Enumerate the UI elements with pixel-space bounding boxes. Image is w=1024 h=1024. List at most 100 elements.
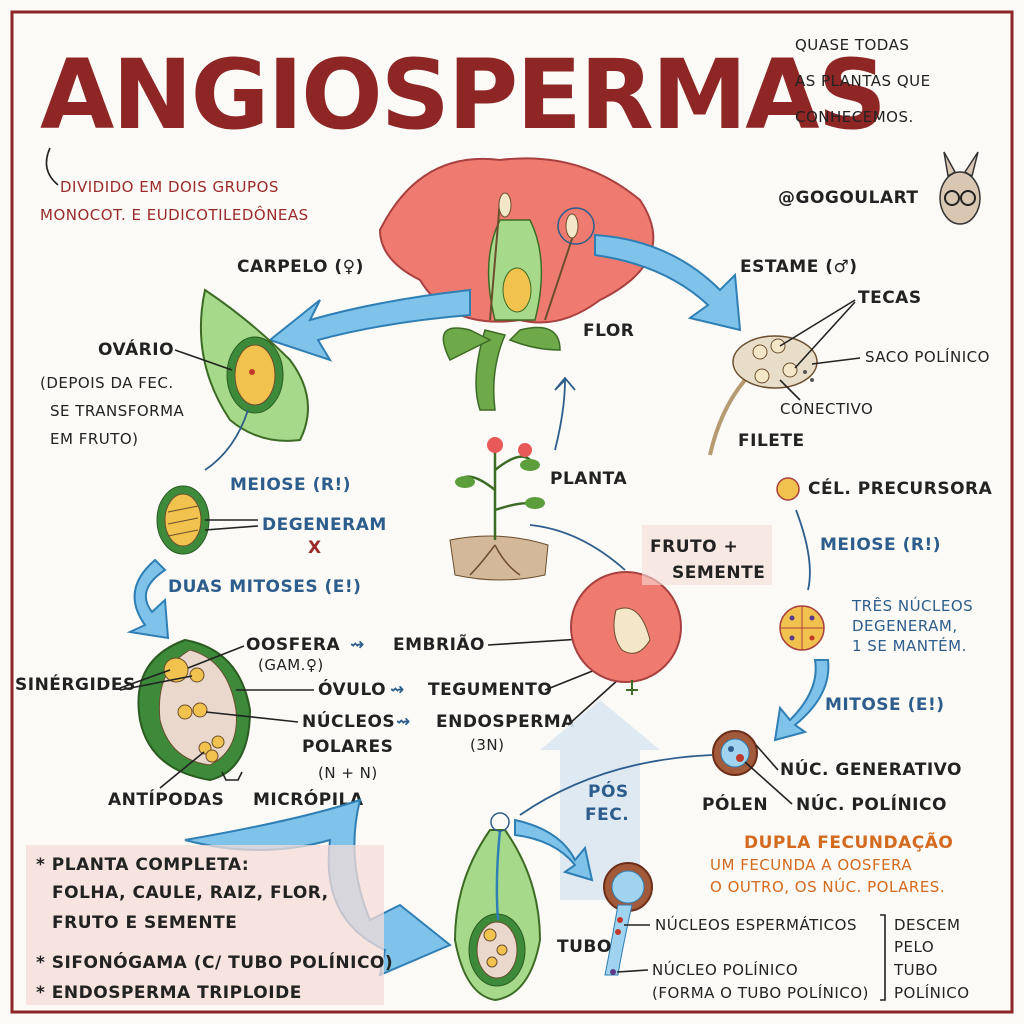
micropila-bracket	[221, 771, 243, 781]
intro-note-right-2: AS PLANTAS QUE	[795, 72, 931, 90]
label-tres-nucleos-2: DEGENERAM,	[852, 617, 958, 635]
label-ovulo: ÓVULO	[318, 678, 386, 700]
note-endosperma: * ENDOSPERMA TRIPLOIDE	[36, 983, 302, 1003]
nucleos-pointer	[205, 711, 299, 723]
label-flor: FLOR	[583, 321, 634, 341]
label-oosfera: OOSFERA	[246, 635, 340, 655]
pollen-illustration	[712, 730, 758, 776]
label-descem-1: DESCEM	[894, 916, 960, 934]
arrow-nucleos-endosperma: ⇝	[396, 712, 411, 732]
label-cel-precursora: CÉL. PRECURSORA	[808, 477, 993, 499]
label-pos: PÓS	[588, 780, 629, 802]
arrow-duas-mitoses	[126, 558, 170, 640]
label-saco-polinico: SACO POLÍNICO	[865, 347, 990, 366]
label-mitose: MITOSE (E!)	[825, 695, 944, 715]
ovario-note-1: (DEPOIS DA FEC.	[40, 374, 174, 392]
label-tubo: TUBO	[557, 937, 612, 957]
label-oosfera-sub: (GAM.♀)	[258, 656, 324, 674]
arrow-polen-to-stigma	[519, 754, 713, 816]
label-ovario: OVÁRIO	[98, 338, 174, 360]
note-planta-completa: * PLANTA COMPLETA:	[36, 855, 249, 875]
label-degeneram: DEGENERAM	[262, 515, 387, 535]
intro-left-arrow	[45, 147, 59, 186]
label-descem-2: PELO	[894, 938, 934, 956]
ovario-note-2: SE TRANSFORMA	[50, 402, 185, 420]
label-nuc-generativo: NÚC. GENERATIVO	[780, 758, 962, 780]
cel-precursora-cell	[776, 477, 800, 501]
label-tres-nucleos-1: TRÊS NÚCLEOS	[851, 596, 973, 615]
stamen-illustration	[708, 335, 818, 456]
arrow-planta-to-flor	[554, 376, 576, 451]
nuc-polinico-pointer	[744, 761, 793, 805]
label-x-mark: X	[308, 538, 322, 558]
intro-note-left-2: MONOCOT. E EUDICOTILEDÔNEAS	[40, 205, 309, 224]
flower-illustration	[378, 157, 655, 411]
label-descem-4: POLÍNICO	[894, 983, 970, 1002]
label-conectivo: CONECTIVO	[780, 400, 873, 418]
intro-note-right-3: CONHECEMOS.	[795, 108, 914, 126]
label-polen: PÓLEN	[702, 793, 768, 815]
label-nucleo-pol-sub: (FORMA O TUBO POLÍNICO)	[652, 983, 869, 1002]
label-carpelo: CARPELO (♀)	[237, 257, 364, 277]
arrow-fruto-to-planta	[529, 524, 626, 571]
arrow-meiose-stamen	[795, 509, 811, 591]
label-polares: POLARES	[302, 737, 393, 757]
arrow-flower-to-carpel	[267, 288, 471, 362]
label-nuc-polinico: NÚC. POLÍNICO	[796, 793, 947, 815]
intro-note-right-1: QUASE TODAS	[795, 36, 909, 54]
fruit-illustration	[570, 571, 682, 695]
arrow-meiose-carpel	[204, 409, 249, 471]
arrow-oosfera-embriao: ⇝	[350, 635, 365, 655]
label-estame: ESTAME (♂)	[740, 257, 858, 277]
nucleo-pol-pointer	[616, 969, 649, 973]
label-dupla-fecundacao: DUPLA FECUNDAÇÃO	[744, 830, 953, 853]
sinergides-pointer-1	[119, 669, 171, 689]
label-planta: PLANTA	[550, 469, 627, 489]
label-fec: FEC.	[585, 805, 629, 825]
label-embriao: EMBRIÃO	[393, 632, 485, 655]
label-nucleos: NÚCLEOS	[302, 710, 395, 732]
label-fruto: FRUTO +	[650, 537, 738, 557]
label-semente: SEMENTE	[672, 563, 765, 583]
note-planta-completa-3: FRUTO E SEMENTE	[52, 913, 237, 933]
note-sifonogama: * SIFONÓGAMA (C/ TUBO POLÍNICO)	[36, 951, 393, 973]
megaspore-illustration	[156, 485, 210, 555]
label-micropila: MICRÓPILA	[253, 788, 364, 810]
fecundacao-text-2: O OUTRO, OS NÚC. POLARES.	[710, 877, 945, 896]
sinergides-pointer-2	[119, 675, 193, 691]
label-n-n: (N + N)	[318, 764, 378, 782]
saco-pointer	[811, 357, 861, 365]
fruto-label-bg	[642, 525, 772, 585]
label-endosperma-sub: (3N)	[470, 736, 504, 754]
label-nucleos-esp: NÚCLEOS ESPERMÁTICOS	[655, 915, 857, 934]
label-antipodas: ANTÍPODAS	[108, 788, 224, 810]
tecas-pointer-1	[779, 299, 856, 347]
tecas-pointer-2	[794, 301, 856, 369]
arrow-flower-to-stamen	[594, 233, 742, 332]
note-planta-completa-2: FOLHA, CAULE, RAIZ, FLOR,	[52, 883, 329, 903]
label-tegumento: TEGUMENTO	[428, 680, 552, 700]
carpel-illustration	[199, 288, 309, 442]
notes-box	[26, 845, 384, 1005]
label-meiose-carpel: MEIOSE (R!)	[230, 475, 351, 495]
pollen-tube-illustration	[603, 862, 653, 976]
frame-border	[10, 10, 1014, 1014]
fecundacao-text-1: UM FECUNDA A OOSFERA	[710, 856, 912, 874]
arrow-stigma-to-pollen-tube	[514, 818, 594, 882]
conectivo-pointer	[779, 379, 801, 401]
tetrad-illustration	[779, 605, 825, 651]
label-filete: FILETE	[738, 431, 805, 451]
plant-illustration	[449, 437, 549, 581]
label-endosperma: ENDOSPERMA	[436, 712, 575, 732]
ovario-note-3: EM FRUTO)	[50, 430, 139, 448]
descem-bracket	[880, 914, 886, 1001]
label-sinergides: SINÉRGIDES	[15, 673, 136, 695]
intro-note-left-1: DIVIDIDO EM DOIS GRUPOS	[60, 178, 279, 196]
degeneram-pointer-2	[204, 525, 259, 531]
fertilized-carpel-illustration	[453, 812, 542, 1002]
oosfera-pointer	[187, 645, 245, 669]
label-tres-nucleos-3: 1 SE MANTÉM.	[852, 636, 967, 655]
arrow-mitose	[773, 659, 830, 742]
nuc-generativo-pointer	[755, 744, 779, 771]
label-duas-mitoses: DUAS MITOSES (E!)	[168, 577, 361, 597]
